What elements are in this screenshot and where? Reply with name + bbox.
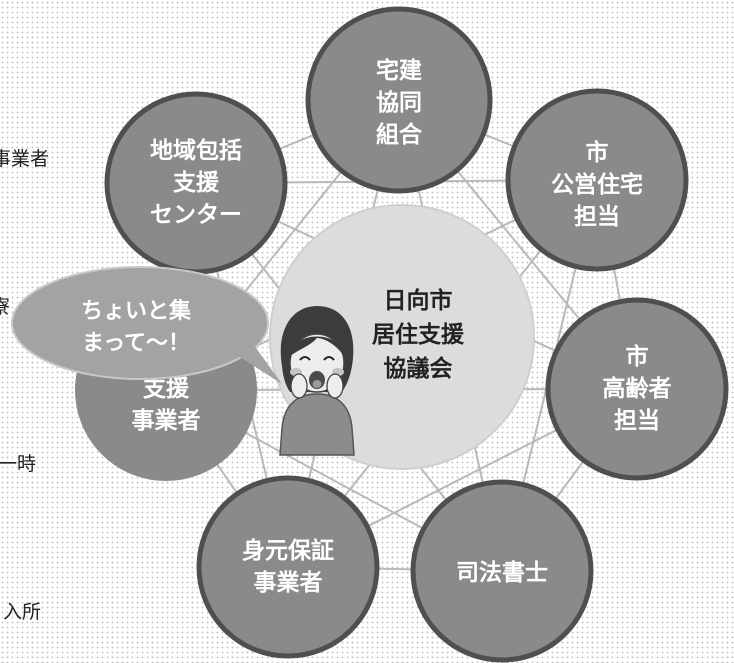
node-shien-jigyosha-line-1: 支援 (142, 376, 190, 402)
side-label-ryo: 寮 (0, 296, 11, 318)
node-takken-line-3: 組合 (376, 121, 423, 148)
node-shi-koei-line-2: 公営住宅 (551, 171, 643, 198)
node-takken-line-2: 協同 (376, 90, 422, 116)
center-label-line-2: 居住支援 (372, 321, 465, 348)
center-label-line-3: 協議会 (384, 355, 453, 382)
node-shien-jigyosha-line-2: 事業者 (132, 407, 201, 434)
node-chiiki-hokatsu-line-3: センター (150, 202, 242, 228)
node-mimoto-hosho-line-1: 身元保証 (242, 537, 334, 564)
speech-bubble-line-2: まって～！ (82, 331, 190, 356)
node-shi-koreisha-line-2: 高齢者 (603, 375, 672, 402)
node-shiho-shoshi-line-1: 司法書士 (456, 559, 548, 586)
node-takken-line-1: 宅建 (376, 57, 422, 84)
speech-bubble: ちょいと集 まって～！ (11, 266, 282, 384)
center-label-line-1: 日向市 (384, 287, 453, 314)
node-shi-koei: 市 公営住宅 担当 (505, 88, 689, 272)
node-shi-koreisha-line-3: 担当 (614, 408, 660, 434)
node-takken: 宅建 協同 組合 (305, 6, 493, 194)
node-shi-koei-line-1: 市 (586, 139, 609, 166)
side-label-ichiji: 一時 (0, 453, 37, 475)
woman-character-illustration (279, 306, 355, 456)
node-mimoto-hosho-line-2: 事業者 (254, 569, 323, 596)
node-shi-koei-line-3: 担当 (574, 204, 620, 230)
node-shi-koreisha-line-1: 市 (626, 343, 649, 370)
node-shiho-shoshi: 司法書士 (410, 479, 594, 663)
node-chiiki-hokatsu-line-1: 地域包括 (150, 137, 242, 164)
node-chiiki-hokatsu: 地域包括 支援 センター (104, 91, 288, 275)
node-mimoto-hosho: 身元保証 事業者 (196, 475, 380, 659)
node-chiiki-hokatsu-line-2: 支援 (172, 170, 220, 196)
side-label-jigyosha: 事業者 (0, 148, 50, 170)
speech-bubble-line-1: ちょいと集 (81, 298, 192, 324)
side-label-nyusho: 入所 (3, 601, 42, 623)
node-shi-koreisha: 市 高齢者 担当 (545, 297, 729, 481)
